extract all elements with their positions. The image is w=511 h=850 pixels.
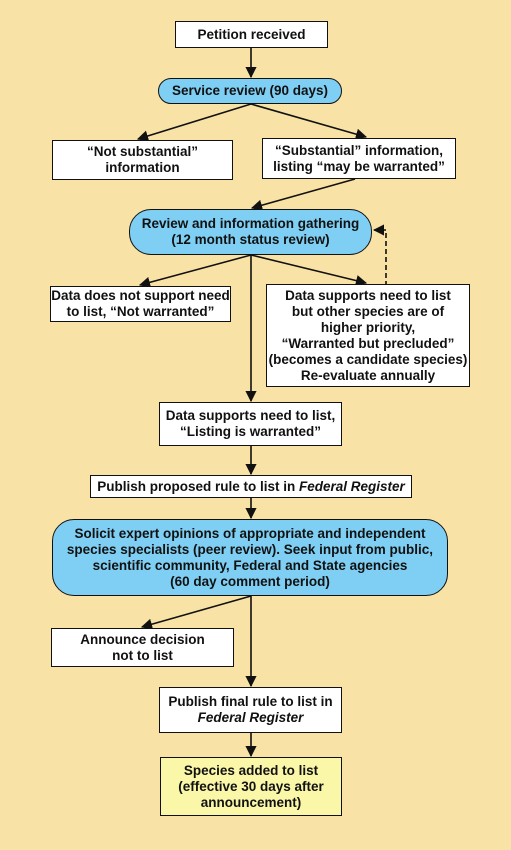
precluded-line-3: higher priority,: [320, 319, 416, 335]
not-warranted-box: Data does not support need to list, “Not…: [50, 286, 231, 322]
publish-final-line-1: Publish final rule to list in: [168, 694, 333, 709]
not-warranted-line-1: Data does not support need: [51, 288, 230, 303]
review-gathering-line-2: (12 month status review): [171, 232, 330, 247]
listing-warranted-box: Data supports need to list, “Listing is …: [159, 402, 342, 446]
substantial-box: “Substantial” information, listing “may …: [262, 138, 456, 179]
not-warranted-line-2: to list, “Not warranted”: [66, 304, 215, 319]
precluded-line-2: but other species are of: [291, 303, 445, 319]
precluded-line-4: “Warranted but precluded”: [281, 335, 455, 351]
petition-received-box: Petition received: [175, 21, 328, 48]
arrow-review-to-not-substantial: [136, 103, 252, 142]
solicit-line-3: scientific community, Federal and State …: [92, 557, 408, 573]
warranted-precluded-box: Data supports need to list but other spe…: [266, 284, 470, 387]
species-added-line-1: Species added to list: [183, 762, 319, 778]
review-gathering-oval: Review and information gathering (12 mon…: [129, 209, 372, 255]
publish-proposed-plain: Publish proposed rule to list in: [97, 478, 299, 494]
not-substantial-box: “Not substantial” information: [52, 140, 233, 180]
not-substantial-line-1: “Not substantial”: [86, 144, 198, 159]
species-added-box: Species added to list (effective 30 days…: [160, 757, 342, 816]
arrow-gathering-to-precluded: [250, 254, 368, 287]
species-added-line-3: announcement): [200, 794, 302, 810]
service-review-text: Service review (90 days): [171, 83, 329, 98]
arrow-review-to-substantial: [250, 103, 368, 140]
precluded-line-1: Data supports need to list: [285, 287, 451, 303]
service-review-oval: Service review (90 days): [158, 78, 342, 104]
solicit-line-2: species specialists (peer review). Seek …: [66, 541, 434, 557]
reevaluate-feedback-arrow: [372, 224, 387, 286]
announce-line-2: not to list: [112, 647, 173, 663]
publish-proposed-text: Publish proposed rule to list in Federal…: [97, 479, 405, 495]
arrow-gathering-to-not-warranted: [138, 254, 252, 288]
not-substantial-line-2: information: [105, 160, 180, 175]
precluded-line-5: (becomes a candidate species): [268, 351, 468, 367]
review-gathering-line-1: Review and information gathering: [141, 216, 360, 231]
precluded-line-6: Re-evaluate annually: [300, 367, 436, 383]
substantial-line-2: listing “may be warranted”: [273, 158, 445, 174]
arrow-substantial-to-gathering: [250, 178, 356, 211]
solicit-line-4: (60 day comment period): [170, 573, 330, 589]
announce-line-1: Announce decision: [80, 631, 205, 647]
publish-proposed-rule-box: Publish proposed rule to list in Federal…: [90, 475, 412, 498]
species-added-line-2: (effective 30 days after: [178, 778, 324, 794]
substantial-line-1: “Substantial” information,: [274, 142, 443, 158]
publish-final-italic: Federal Register: [197, 710, 304, 725]
arrow-solicit-to-announce: [140, 595, 252, 630]
publish-final-rule-box: Publish final rule to list in Federal Re…: [159, 687, 342, 733]
solicit-opinions-oval: Solicit expert opinions of appropriate a…: [52, 519, 448, 596]
publish-proposed-italic: Federal Register: [298, 478, 405, 494]
listing-warranted-line-1: Data supports need to list,: [165, 408, 336, 423]
petition-received-text: Petition received: [197, 26, 306, 42]
announce-not-to-list-box: Announce decision not to list: [51, 628, 234, 667]
solicit-line-1: Solicit expert opinions of appropriate a…: [74, 525, 426, 541]
listing-warranted-line-2: “Listing is warranted”: [179, 424, 322, 439]
